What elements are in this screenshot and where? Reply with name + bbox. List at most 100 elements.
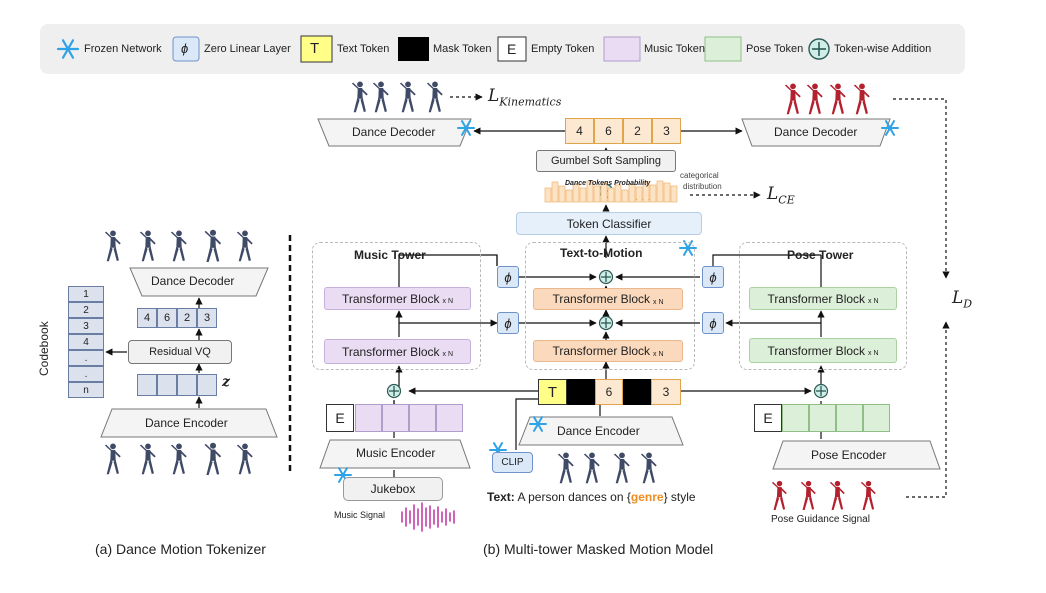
latent-cell-3 [197,374,217,396]
music-token-3 [436,404,463,432]
top-token-1: 6 [594,118,623,144]
tokenizer-decoder-label: Dance Decoder [151,274,235,288]
legend-empty-token-icon [497,36,527,62]
legend-phi-glyph: ϕ [181,41,189,56]
top-token-2: 2 [623,118,652,144]
legend-e-glyph: E [507,41,517,57]
phi-music-upper: ϕ [497,266,519,288]
legend-add-label: Token-wise Addition [834,43,932,55]
top-right-decoder-shape [741,118,891,147]
top-token-3: 3 [652,118,681,144]
legend-music-token-icon [603,36,641,62]
ttm-mask-token-1 [623,379,651,405]
tokenizer-decoder-shape [129,267,269,297]
pose-encoder-shape [772,440,941,470]
add-node-pose-icon [813,383,829,399]
caption-b: (b) Multi-tower Masked Motion Model [483,541,714,557]
codebook-entry-5: . [68,366,104,382]
codebook-entry-6: n [68,382,104,398]
z-label: z [222,374,230,390]
legend-add-icon [808,38,830,60]
tokenizer-token-1: 6 [157,308,177,328]
pose-tower-title: Pose Tower [787,248,854,262]
l-ce-label: LCE [767,184,795,207]
top-right-decoder-label: Dance Decoder [774,125,858,139]
dance-encoder-shape [518,416,684,446]
top-left-decoder-shape [317,118,472,147]
pose-empty-token: E [754,404,782,432]
phi-pose-lower: ϕ [702,312,724,334]
music-tower-box [312,242,481,370]
add-node-music-icon [386,383,402,399]
codebook-entry-0: 1 [68,286,104,302]
legend-mask-token-icon [398,37,429,61]
tokenizer-encoder-label: Dance Encoder [145,416,228,430]
legend-zero-linear-icon [172,36,200,62]
legend-music-token-label: Music Token [644,43,705,55]
codebook-label: Codebook [37,321,51,376]
top-token-0: 4 [565,118,594,144]
jukebox-box: Jukebox [343,477,443,501]
legend-pose-token-label: Pose Token [746,43,804,55]
tokenizer-token-0: 4 [137,308,157,328]
legend-mask-token-label: Mask Token [433,43,492,55]
pose-signal-label: Pose Guidance Signal [771,514,870,525]
dancer-figures-top-left [351,81,443,113]
ttm-mask-token-0 [567,379,595,405]
codebook-entry-1: 2 [68,302,104,318]
music-token-1 [382,404,409,432]
tokenizer-token-3: 3 [197,308,217,328]
pose-guidance-figures [771,480,876,510]
add-node-ttm-top-icon [598,269,614,285]
ttm-title: Text-to-Motion [560,246,643,260]
codebook-entry-3: 4 [68,334,104,350]
codebook-entry-2: 3 [68,318,104,334]
music-token-2 [409,404,436,432]
pose-token-2 [836,404,863,432]
prob-dots: · · · [635,194,651,205]
l-d-label: LD [952,288,973,311]
dancer-figures-ttm-bottom [557,452,657,484]
snowflake-dance-encoder-icon [529,416,547,432]
ttm-box [525,242,695,370]
legend-text-token-icon [300,35,333,63]
gumbel-box: Gumbel Soft Sampling [536,150,676,172]
music-token-0 [355,404,382,432]
categorical-label: categorical [680,171,719,180]
music-signal-label: Music Signal [334,510,386,520]
ttm-dance-encoder-label: Dance Encoder [557,424,640,438]
tokenizer-encoder-shape [100,408,278,438]
ttm-text-token: T [538,379,567,405]
pose-token-0 [782,404,809,432]
top-left-decoder-label: Dance Decoder [352,125,436,139]
token-classifier-box: Token Classifier [516,212,702,235]
ttm-token-3: 3 [651,379,681,405]
pose-token-1 [809,404,836,432]
snowflake-top-left-icon [457,120,475,136]
l-kinematics-label: LKinematics [488,86,562,109]
legend-frozen-label: Frozen Network [84,43,162,55]
caption-a: (a) Dance Motion Tokenizer [95,541,266,557]
snowflake-top-right-icon [881,120,899,136]
legend-text-token-label: Text Token [337,43,390,55]
text-prompt: Text: A person dances on {genre} style [487,490,696,504]
music-encoder-label: Music Encoder [356,446,436,460]
pose-encoder-label: Pose Encoder [811,448,887,462]
music-waveform-icon [401,502,455,532]
dancer-figures-tokenizer-bottom [104,442,253,476]
legend-t-glyph: T [310,40,320,57]
pose-tower-box [739,242,907,370]
codebook-entry-4: . [68,350,104,366]
clip-box: CLIP [492,452,533,473]
phi-pose-upper: ϕ [702,266,724,288]
legend-snowflake-icon [56,39,80,59]
